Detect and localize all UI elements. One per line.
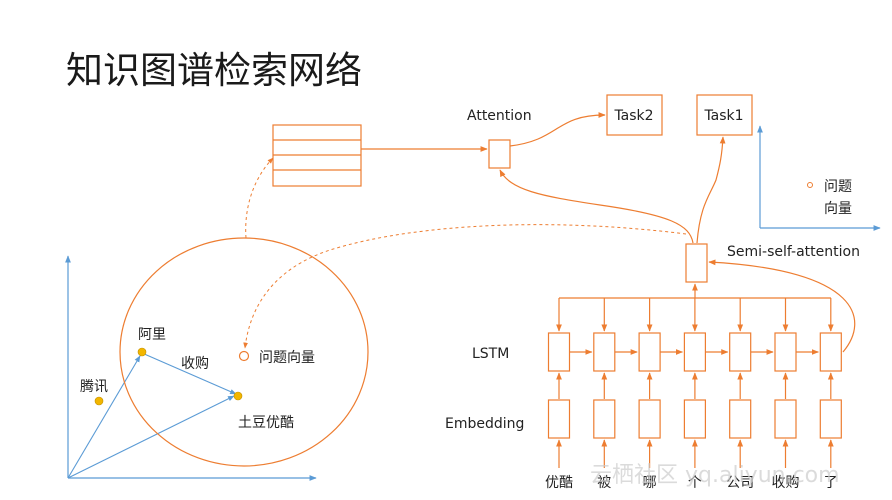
task1-box <box>696 94 753 136</box>
memory-table <box>272 124 362 187</box>
embedding-cell <box>774 399 797 439</box>
knowledge-graph-circle <box>119 237 369 467</box>
label-semi-self-attention: Semi-self-attention <box>727 244 860 260</box>
lstm-cell <box>593 332 616 372</box>
label-alibaba: 阿里 <box>138 327 166 343</box>
dashed-link-circle-to-memory <box>245 157 274 239</box>
watermark: 云栖社区 yq.aliyun.com <box>590 463 840 488</box>
embedding-cell <box>638 399 661 439</box>
sequence-columns: 优酷 被 哪 个 公司 收购 了 <box>545 298 842 491</box>
arrow-semi-to-attention <box>499 169 694 244</box>
token-label: 了 <box>824 475 838 491</box>
token-label: 公司 <box>726 475 754 491</box>
token-label: 优酷 <box>545 475 573 491</box>
legend-question-vector-marker <box>807 182 813 188</box>
lstm-cell <box>638 332 661 372</box>
entity-vectors <box>67 352 237 479</box>
embedding-cell <box>729 399 752 439</box>
tencent-node <box>94 396 104 406</box>
attention-box <box>488 139 511 169</box>
label-tencent: 腾讯 <box>80 378 108 395</box>
embedding-cell <box>593 399 616 439</box>
question-vector-node <box>238 350 250 362</box>
embedding-cell <box>819 399 842 439</box>
legend-axes <box>757 125 881 231</box>
page-title: 知识图谱检索网络 <box>66 49 362 92</box>
tudou-youku-node <box>233 391 243 401</box>
lstm-cell <box>819 332 842 372</box>
label-tudou-youku: 土豆优酷 <box>238 415 294 431</box>
embedding-cell <box>547 399 571 439</box>
task2-box <box>606 94 663 136</box>
label-attention: Attention <box>467 108 532 124</box>
dashed-link-attention-to-question <box>243 224 687 349</box>
arrow-semi-to-task1 <box>696 136 726 244</box>
lstm-cell <box>547 332 571 372</box>
embedding-cell <box>683 399 707 439</box>
label-task2: Task2 <box>613 108 653 124</box>
embedding-space-axes <box>65 255 317 481</box>
label-question-vector: 问题向量 <box>259 350 315 366</box>
label-embedding: Embedding <box>445 416 524 432</box>
alibaba-node <box>137 347 147 357</box>
label-acquire: 收购 <box>181 356 209 372</box>
arrow-attention-to-task2 <box>509 112 606 147</box>
label-task1: Task1 <box>703 108 743 124</box>
token-label: 个 <box>688 475 702 491</box>
token-label: 哪 <box>643 475 657 491</box>
lstm-cell <box>729 332 752 372</box>
arrow-lstm-to-semi <box>708 259 856 353</box>
token-label: 收购 <box>772 475 800 491</box>
lstm-cell <box>683 332 707 372</box>
legend-label-line2: 向量 <box>824 201 852 217</box>
token-label: 被 <box>597 475 611 491</box>
lstm-cell <box>774 332 797 372</box>
label-lstm: LSTM <box>472 346 509 362</box>
legend-label-line1: 问题 <box>824 179 852 195</box>
semi-self-attention-box <box>685 243 708 283</box>
